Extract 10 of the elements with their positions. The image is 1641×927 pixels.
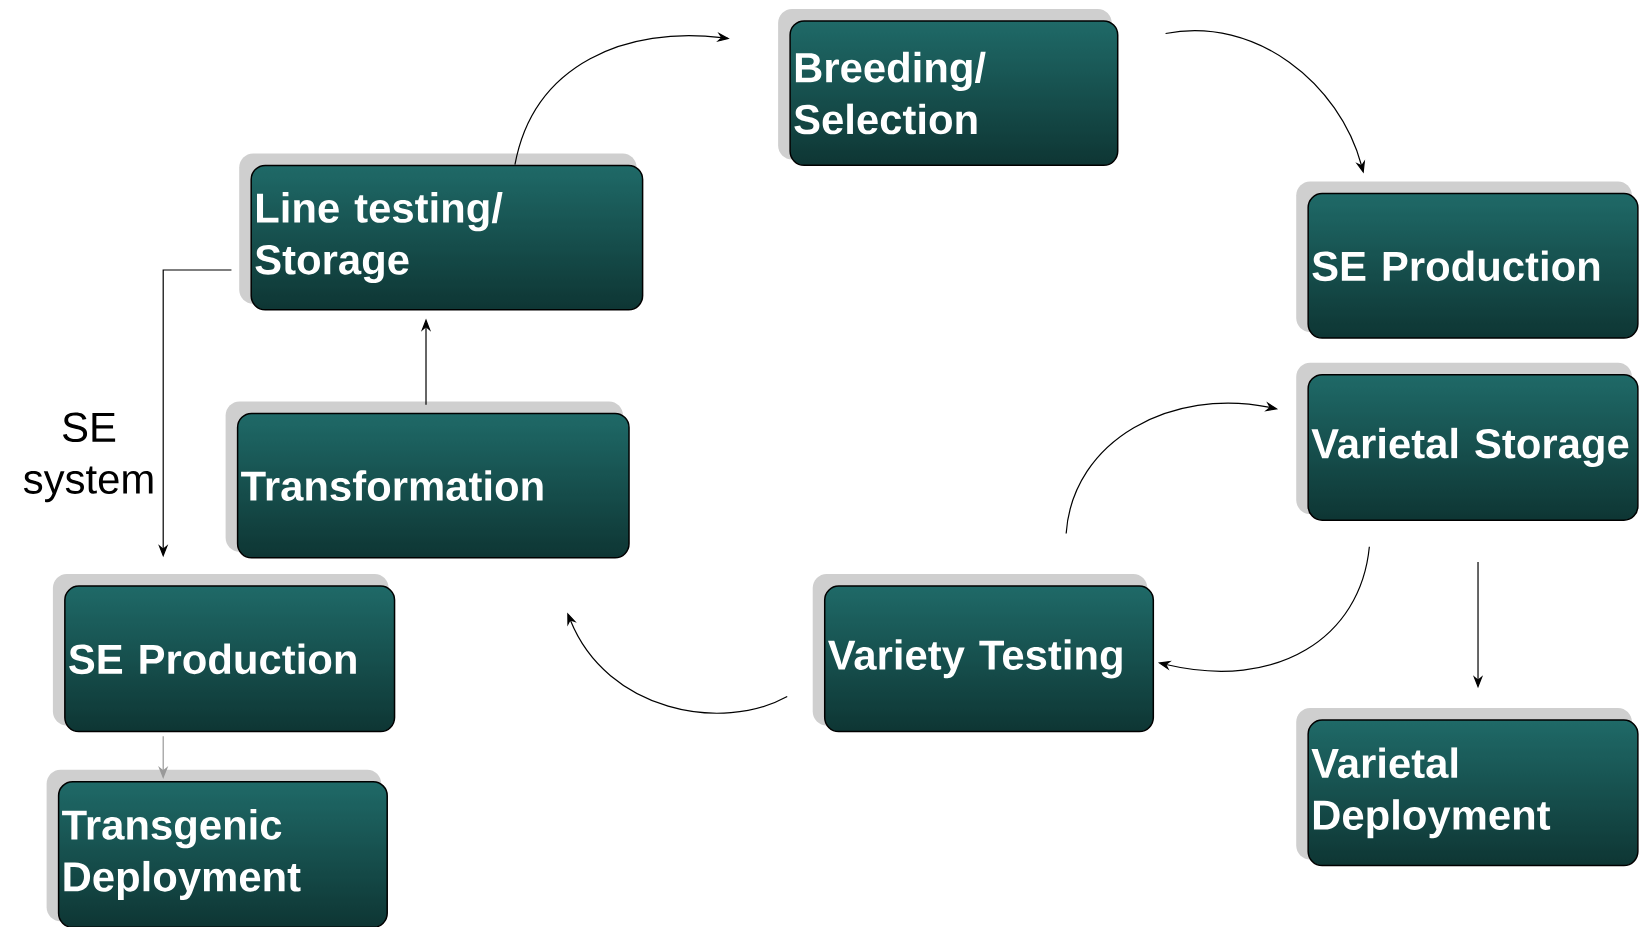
process-box: Variety Testing — [812, 574, 1155, 733]
process-box: SE Production — [1296, 181, 1639, 339]
edge-label: SE system — [23, 412, 153, 503]
process-box: Varietal Storage — [1296, 362, 1639, 521]
process-box: Transformation — [225, 401, 630, 559]
process-box: Varietal Deployment — [1296, 708, 1639, 867]
process-box: Transgenic Deployment — [46, 769, 388, 927]
process-box: Breeding/ Selection — [778, 8, 1119, 167]
process-box: Line testing/ Storage — [239, 153, 644, 311]
process-box: SE Production — [52, 574, 396, 733]
